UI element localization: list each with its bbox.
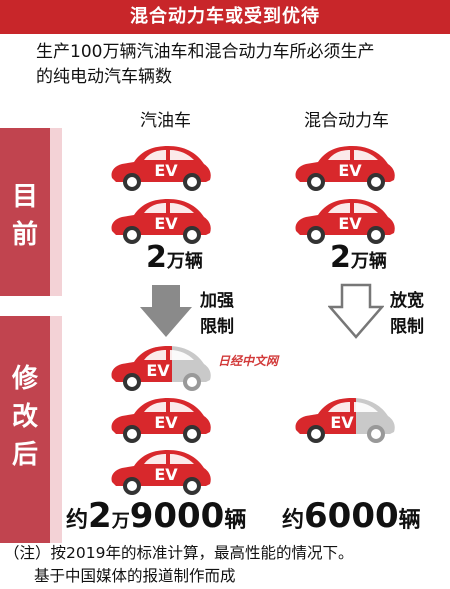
subtitle-line-2: 的纯电动汽车辆数 (36, 67, 172, 87)
car-label: EV (154, 465, 178, 484)
arrow-label-line: 加强 (200, 291, 234, 311)
arrow-label-gasoline: 加强 限制 (200, 288, 234, 340)
ev-car-partial-icon: EV (295, 398, 395, 443)
down-arrow-outline-icon (328, 283, 384, 339)
footnote-line-1: （注）按2019年的标准计算，最高性能的情况下。 (4, 544, 354, 562)
ev-car-icon: EV (111, 146, 211, 191)
result-number: 2 (88, 496, 112, 536)
car-label: EV (146, 361, 170, 380)
arrow-label-line: 限制 (390, 317, 424, 337)
sidebar-current-char-1: 目 (11, 182, 38, 212)
down-arrow-icon (140, 285, 192, 337)
column-header-gasoline: 汽油车 (140, 111, 191, 131)
column-header-hybrid: 混合动力车 (304, 111, 389, 131)
ev-car-partial-icon: EV (111, 346, 211, 391)
count-unit: 万辆 (166, 251, 203, 272)
current-count-hybrid: 2万辆 (330, 240, 387, 275)
result-prefix: 约 (66, 508, 89, 533)
car-label: EV (338, 161, 362, 180)
sidebar-revised: 修 改 后 (0, 316, 62, 543)
result-prefix: 约 (282, 508, 305, 533)
car-label: EV (330, 413, 354, 432)
car-label: EV (154, 161, 178, 180)
result-unit: 辆 (224, 508, 247, 533)
arrow-label-line: 放宽 (390, 291, 424, 311)
result-number: 6000 (304, 496, 399, 536)
sidebar-current-char-2: 前 (11, 220, 38, 250)
car-label: EV (338, 214, 362, 233)
car-label: EV (154, 413, 178, 432)
ev-car-icon: EV (111, 398, 211, 443)
arrow-label-hybrid: 放宽 限制 (390, 288, 424, 340)
count-number: 2 (146, 240, 167, 275)
count-unit: 万辆 (350, 251, 387, 272)
arrow-label-line: 限制 (200, 317, 234, 337)
page-title: 混合动力车或受到优待 (130, 6, 320, 27)
ev-car-icon: EV (111, 450, 211, 495)
current-count-gasoline: 2万辆 (146, 240, 203, 275)
ev-car-icon: EV (295, 146, 395, 191)
ev-car-icon: EV (295, 199, 395, 244)
subtitle-line-1: 生产100万辆汽油车和混合动力车所必须生产 (36, 42, 375, 62)
result-number: 9000 (129, 496, 225, 536)
sidebar-revised-char-3: 后 (11, 440, 38, 470)
footnote-line-2: 基于中国媒体的报道制作而成 (34, 567, 236, 585)
result-unit: 辆 (398, 508, 421, 533)
sidebar-revised-char-1: 修 (11, 364, 38, 394)
result-unit-wan: 万 (111, 511, 130, 532)
result-gasoline: 约2万9000辆 (66, 496, 246, 536)
result-hybrid: 约6000辆 (282, 496, 421, 536)
watermark: 日经中文网 (218, 354, 279, 368)
car-label: EV (154, 214, 178, 233)
count-number: 2 (330, 240, 351, 275)
title-bar: 混合动力车或受到优待 (0, 0, 450, 34)
sidebar-current: 目 前 (0, 128, 62, 296)
ev-car-icon: EV (111, 199, 211, 244)
sidebar-revised-char-2: 改 (11, 402, 38, 432)
